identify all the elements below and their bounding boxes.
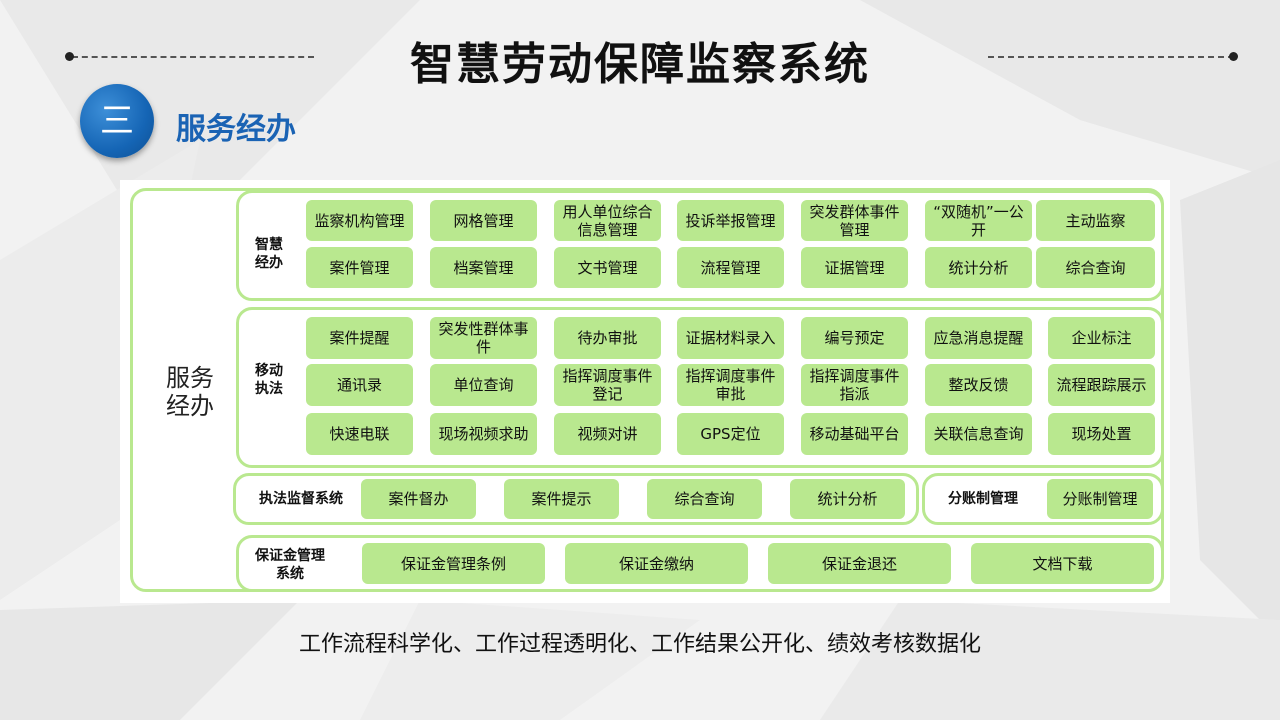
cell-supervise-0[interactable]: 案件督办 — [361, 479, 476, 519]
cell-deposit-3[interactable]: 文档下载 — [971, 543, 1154, 584]
cell-supervise-1[interactable]: 案件提示 — [504, 479, 619, 519]
cell-smart-6[interactable]: 主动监察 — [1036, 200, 1155, 241]
page-title: 智慧劳动保障监察系统 — [410, 39, 870, 90]
title-dot-right — [1229, 52, 1238, 61]
cell-smart-2[interactable]: 用人单位综合信息管理 — [554, 200, 661, 241]
cell-deposit-0[interactable]: 保证金管理条例 — [362, 543, 545, 584]
cell-mobile-15[interactable]: 现场视频求助 — [430, 413, 537, 455]
group-label-deposit: 保证金管理 系统 — [255, 548, 325, 582]
cell-smart-10[interactable]: 流程管理 — [677, 247, 784, 288]
cell-mobile-13[interactable]: 流程跟踪展示 — [1048, 364, 1155, 406]
section-number-badge: 三 — [80, 84, 154, 158]
cell-smart-11[interactable]: 证据管理 — [801, 247, 908, 288]
cell-smart-13[interactable]: 综合查询 — [1036, 247, 1155, 288]
cell-mobile-0[interactable]: 案件提醒 — [306, 317, 413, 359]
group-label-mobile: 移动 执法 — [255, 363, 283, 397]
cell-deposit-2[interactable]: 保证金退还 — [768, 543, 951, 584]
outer-label: 服务 经办 — [166, 364, 214, 420]
cell-mobile-19[interactable]: 关联信息查询 — [925, 413, 1032, 455]
cell-mobile-11[interactable]: 指挥调度事件指派 — [801, 364, 908, 406]
cell-smart-12[interactable]: 统计分析 — [925, 247, 1032, 288]
cell-mobile-3[interactable]: 证据材料录入 — [677, 317, 784, 359]
cell-mobile-20[interactable]: 现场处置 — [1048, 413, 1155, 455]
cell-smart-1[interactable]: 网格管理 — [430, 200, 537, 241]
cell-mobile-5[interactable]: 应急消息提醒 — [925, 317, 1032, 359]
cell-mobile-9[interactable]: 指挥调度事件登记 — [554, 364, 661, 406]
title-dot-left — [65, 52, 74, 61]
cell-mobile-17[interactable]: GPS定位 — [677, 413, 784, 455]
cell-account-0[interactable]: 分账制管理 — [1047, 479, 1153, 519]
title-dashed-line-left — [72, 56, 314, 58]
cell-smart-5[interactable]: “双随机”一公开 — [925, 200, 1032, 241]
cell-smart-7[interactable]: 案件管理 — [306, 247, 413, 288]
cell-mobile-14[interactable]: 快速电联 — [306, 413, 413, 455]
group-label-supervise: 执法监督系统 — [259, 491, 343, 507]
cell-mobile-6[interactable]: 企业标注 — [1048, 317, 1155, 359]
cell-deposit-1[interactable]: 保证金缴纳 — [565, 543, 748, 584]
title-dashed-line-right — [988, 56, 1234, 58]
footer-slogan: 工作流程科学化、工作过程透明化、工作结果公开化、绩效考核数据化 — [298, 632, 981, 657]
cell-mobile-10[interactable]: 指挥调度事件审批 — [677, 364, 784, 406]
cell-smart-9[interactable]: 文书管理 — [554, 247, 661, 288]
cell-mobile-2[interactable]: 待办审批 — [554, 317, 661, 359]
cell-mobile-7[interactable]: 通讯录 — [306, 364, 413, 406]
cell-mobile-4[interactable]: 编号预定 — [801, 317, 908, 359]
cell-smart-4[interactable]: 突发群体事件管理 — [801, 200, 908, 241]
cell-supervise-2[interactable]: 综合查询 — [647, 479, 762, 519]
cell-mobile-18[interactable]: 移动基础平台 — [801, 413, 908, 455]
cell-mobile-8[interactable]: 单位查询 — [430, 364, 537, 406]
cell-smart-3[interactable]: 投诉举报管理 — [677, 200, 784, 241]
section-heading: 服务经办 — [176, 112, 296, 147]
cell-smart-8[interactable]: 档案管理 — [430, 247, 537, 288]
group-label-smart: 智慧 经办 — [255, 237, 283, 271]
cell-mobile-16[interactable]: 视频对讲 — [554, 413, 661, 455]
cell-supervise-3[interactable]: 统计分析 — [790, 479, 905, 519]
group-label-account: 分账制管理 — [948, 491, 1018, 507]
cell-mobile-1[interactable]: 突发性群体事件 — [430, 317, 537, 359]
cell-mobile-12[interactable]: 整改反馈 — [925, 364, 1032, 406]
cell-smart-0[interactable]: 监察机构管理 — [306, 200, 413, 241]
